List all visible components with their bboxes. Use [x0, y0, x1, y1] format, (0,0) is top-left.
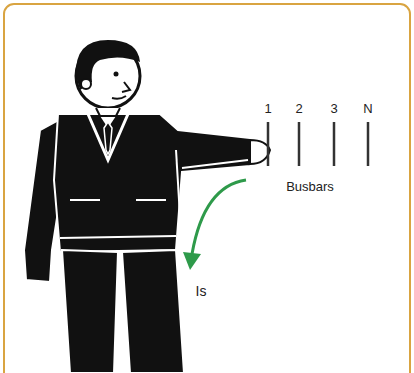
busbar-lines	[268, 122, 368, 166]
current-arrow	[183, 180, 246, 270]
current-label: Is	[196, 284, 207, 298]
frame	[4, 4, 410, 373]
busbar-number: 3	[330, 102, 337, 115]
man-figure	[24, 40, 270, 373]
busbar-number: 2	[295, 102, 302, 115]
busbar-number: N	[363, 102, 372, 115]
busbar-number: 1	[264, 102, 271, 115]
busbars-label: Busbars	[286, 180, 334, 193]
